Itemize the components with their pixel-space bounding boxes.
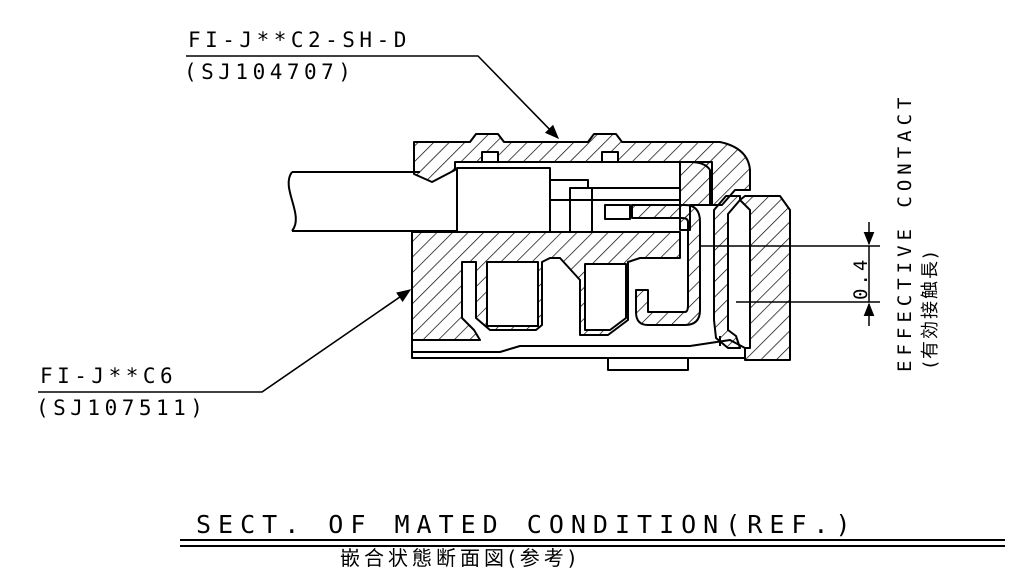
- effective-contact-label: EFFECTIVE CONTACT: [894, 92, 916, 372]
- effective-contact-dimension: [700, 222, 880, 326]
- plug-code: (SJ104707): [184, 60, 356, 84]
- receptacle-code: (SJ107511): [36, 396, 208, 420]
- receptacle-right-wall: [739, 195, 791, 361]
- plug-inner-block: [456, 167, 680, 233]
- contact-dimension-value: 0.4: [850, 256, 872, 300]
- effective-contact-label-jp: (有効接触長): [920, 249, 941, 368]
- caption-title-en: SECT. OF MATED CONDITION(REF.): [196, 510, 858, 539]
- caption-title-jp: 嵌合状態断面図(参考): [340, 546, 580, 570]
- plug-part-number: FI-J**C2-SH-D: [188, 28, 411, 52]
- receptacle-part-number: FI-J**C6: [40, 364, 178, 388]
- contact-pins: [631, 195, 741, 349]
- receptacle-housing: [411, 231, 746, 371]
- caption-underline: [180, 539, 1005, 547]
- leader-lines: [38, 55, 560, 393]
